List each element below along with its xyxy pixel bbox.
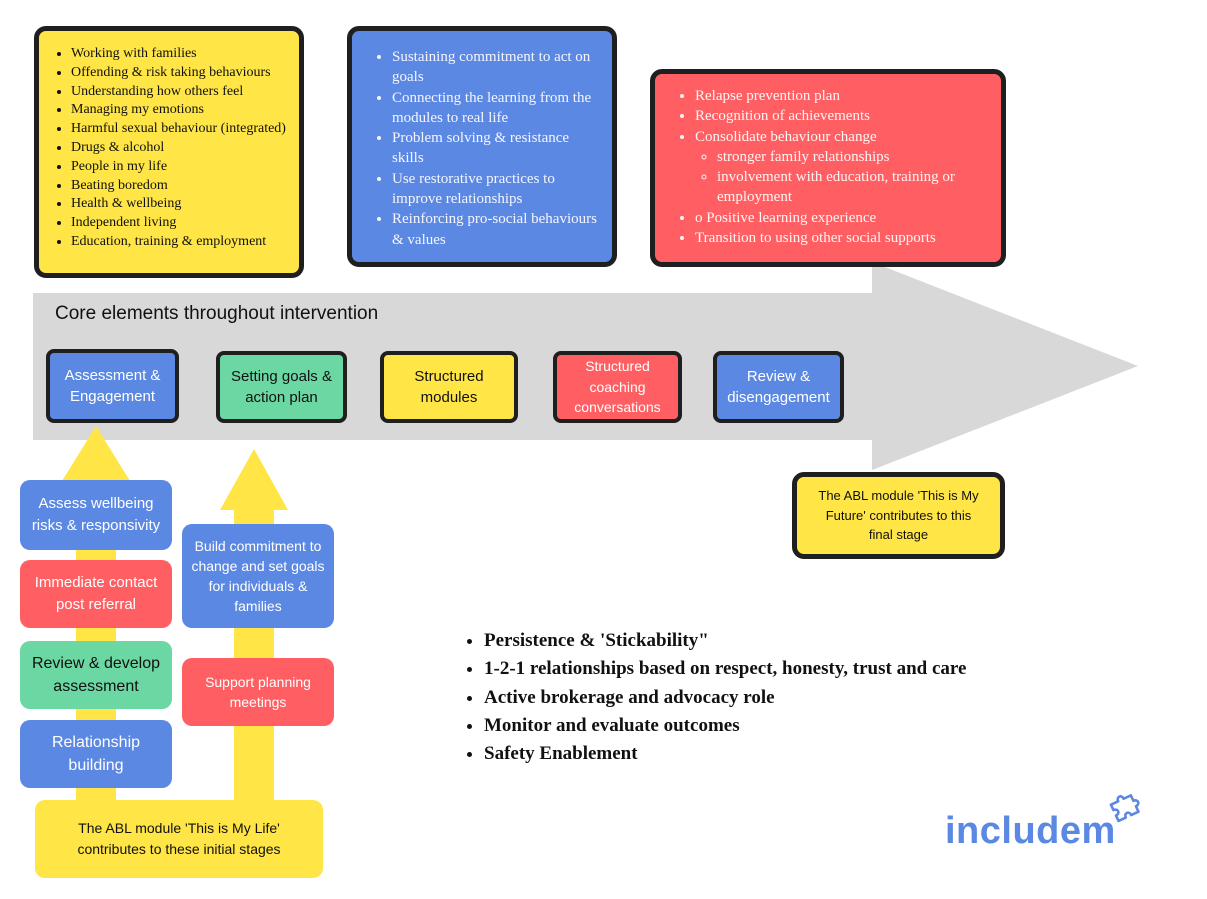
box-line: Review & develop	[31, 655, 161, 672]
support-planning-box: Support planning meetings	[182, 658, 334, 726]
disengagement-item: Consolidate behaviour change stronger fa…	[695, 127, 987, 208]
future-box-line: The ABL module 'This is My	[818, 488, 979, 504]
coaching-item: Sustaining commitment to act on goals	[392, 47, 598, 88]
module-item: Working with families	[71, 45, 289, 64]
stage-label-line: Structured	[414, 368, 484, 385]
future-module-box: The ABL module 'This is My Future' contr…	[792, 472, 1005, 559]
stage-label-line: disengagement	[727, 389, 830, 406]
box-line: families	[234, 598, 282, 614]
stage-review-disengagement: Review & disengagement	[713, 351, 844, 423]
disengagement-sublist: stronger family relationships involvemen…	[695, 147, 987, 208]
module-item: Offending & risk taking behaviours	[71, 64, 289, 83]
immediate-contact-box: Immediate contact post referral	[20, 560, 172, 628]
box-line: Support planning	[205, 674, 311, 690]
box-line: The ABL module 'This is My Life'	[78, 820, 280, 836]
module-item: Education, training & employment	[71, 233, 289, 252]
box-line: meetings	[229, 694, 287, 710]
life-module-box: The ABL module 'This is My Life' contribu…	[35, 800, 323, 878]
coaching-item: Problem solving & resistance skills	[392, 128, 598, 169]
stage-label-line: Structured	[585, 358, 650, 375]
box-line: for individuals &	[208, 578, 308, 594]
disengagement-item: Relapse prevention plan	[695, 86, 987, 106]
stage-label-line: coaching	[589, 378, 646, 395]
box-line: Immediate contact	[34, 574, 158, 591]
coaching-item: Connecting the learning from the modules…	[392, 88, 598, 129]
box-line: risks & responsivity	[31, 517, 161, 534]
box-line: contributes to these initial stages	[77, 841, 281, 857]
future-box-line: Future' contributes to this	[825, 507, 972, 523]
puzzle-piece-icon	[1109, 794, 1140, 823]
stage-label-line: Review &	[746, 368, 811, 385]
module-item: People in my life	[71, 158, 289, 177]
coaching-item: Reinforcing pro-social behaviours & valu…	[392, 209, 598, 250]
stage-coaching-conversations: Structured coaching conversations	[553, 351, 682, 423]
stage-label-line: conversations	[574, 399, 661, 416]
includem-logo: includem	[945, 788, 1155, 858]
principle-item: Active brokerage and advocacy role	[484, 684, 1120, 712]
module-item: Drugs & alcohol	[71, 139, 289, 158]
disengagement-box: Relapse prevention plan Recognition of a…	[650, 69, 1006, 267]
module-item: Harmful sexual behaviour (integrated)	[71, 120, 289, 139]
modules-list: Working with families Offending & risk t…	[47, 45, 289, 252]
stage-label-line: Engagement	[69, 388, 156, 405]
box-line: Build commitment to	[194, 538, 322, 554]
build-commitment-box: Build commitment to change and set goals f…	[182, 524, 334, 628]
stage-structured-modules: Structured modules	[380, 351, 518, 423]
box-line: building	[68, 757, 124, 774]
coaching-item: Use restorative practices to improve rel…	[392, 169, 598, 210]
middle-up-arrow	[220, 449, 288, 810]
stage-label-line: modules	[420, 389, 478, 406]
box-line: post referral	[55, 596, 137, 613]
box-line: Assess wellbeing	[38, 495, 154, 512]
principle-item: Monitor and evaluate outcomes	[484, 712, 1120, 740]
box-line: change and set goals	[191, 558, 325, 574]
module-item: Health & wellbeing	[71, 195, 289, 214]
assess-wellbeing-box: Assess wellbeing risks & responsivity	[20, 480, 172, 550]
principle-item: Safety Enablement	[484, 740, 1120, 768]
stage-label-line: Assessment &	[64, 367, 161, 384]
coaching-list: Sustaining commitment to act on goals Co…	[368, 47, 598, 250]
principles-section: Persistence & 'Stickability" 1-2-1 relat…	[460, 627, 1120, 768]
module-item: Understanding how others feel	[71, 83, 289, 102]
disengagement-item: o Positive learning experience	[695, 208, 987, 228]
logo-text: includem	[945, 810, 1116, 852]
module-item: Independent living	[71, 214, 289, 233]
disengagement-item: Transition to using other social support…	[695, 228, 987, 248]
stage-label-line: action plan	[245, 389, 318, 406]
disengagement-list: Relapse prevention plan Recognition of a…	[671, 86, 987, 248]
stage-assessment-engagement: Assessment & Engagement	[46, 349, 179, 423]
principle-item: Persistence & 'Stickability"	[484, 627, 1120, 655]
review-develop-box: Review & develop assessment	[20, 641, 172, 709]
disengagement-item-text: Consolidate behaviour change	[695, 128, 877, 145]
stage-label-line: Setting goals &	[231, 368, 332, 385]
box-line: Relationship	[51, 734, 141, 751]
principle-item: 1-2-1 relationships based on respect, ho…	[484, 655, 1120, 683]
module-item: Managing my emotions	[71, 101, 289, 120]
disengagement-item: Recognition of achievements	[695, 106, 987, 126]
disengagement-subitem: involvement with education, training or …	[717, 167, 987, 208]
principles-list: Persistence & 'Stickability" 1-2-1 relat…	[460, 627, 1120, 768]
arrow-label: Core elements throughout intervention	[55, 303, 379, 324]
future-box-line: final stage	[868, 527, 929, 543]
modules-box: Working with families Offending & risk t…	[34, 26, 304, 278]
disengagement-subitem: stronger family relationships	[717, 147, 987, 167]
relationship-building-box: Relationship building	[20, 720, 172, 788]
module-item: Beating boredom	[71, 177, 289, 196]
stage-setting-goals: Setting goals & action plan	[216, 351, 347, 423]
coaching-box: Sustaining commitment to act on goals Co…	[347, 26, 617, 267]
box-line: assessment	[53, 678, 139, 695]
